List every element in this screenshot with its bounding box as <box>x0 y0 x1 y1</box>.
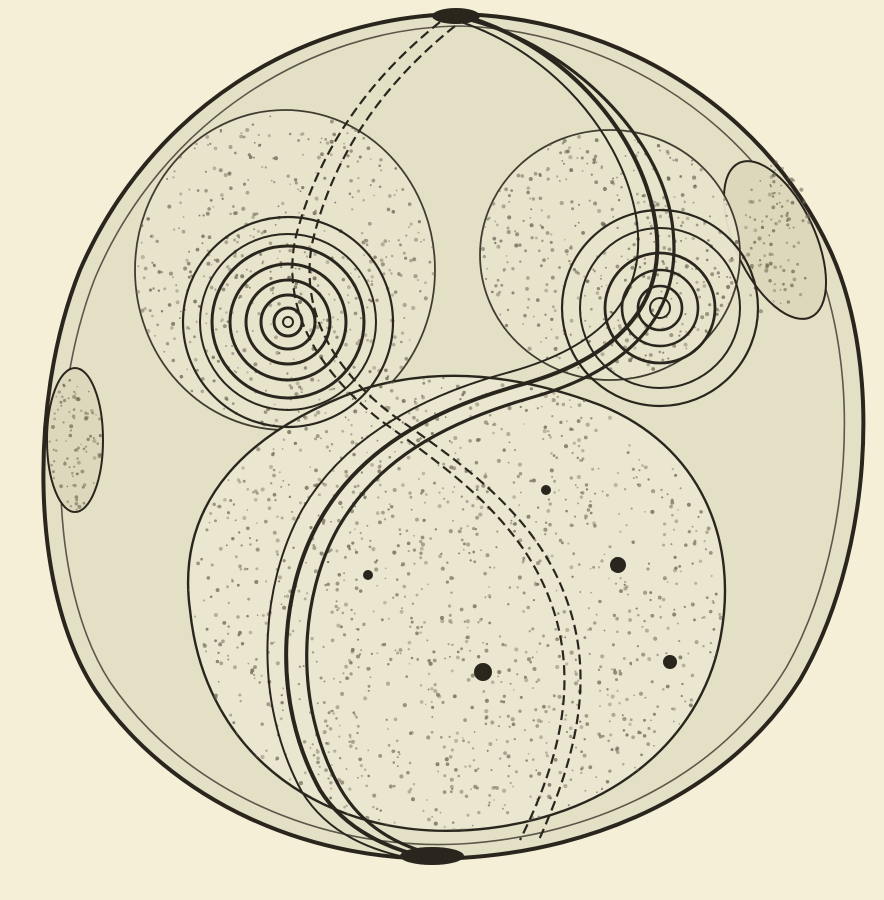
polar-body-left <box>47 368 103 512</box>
